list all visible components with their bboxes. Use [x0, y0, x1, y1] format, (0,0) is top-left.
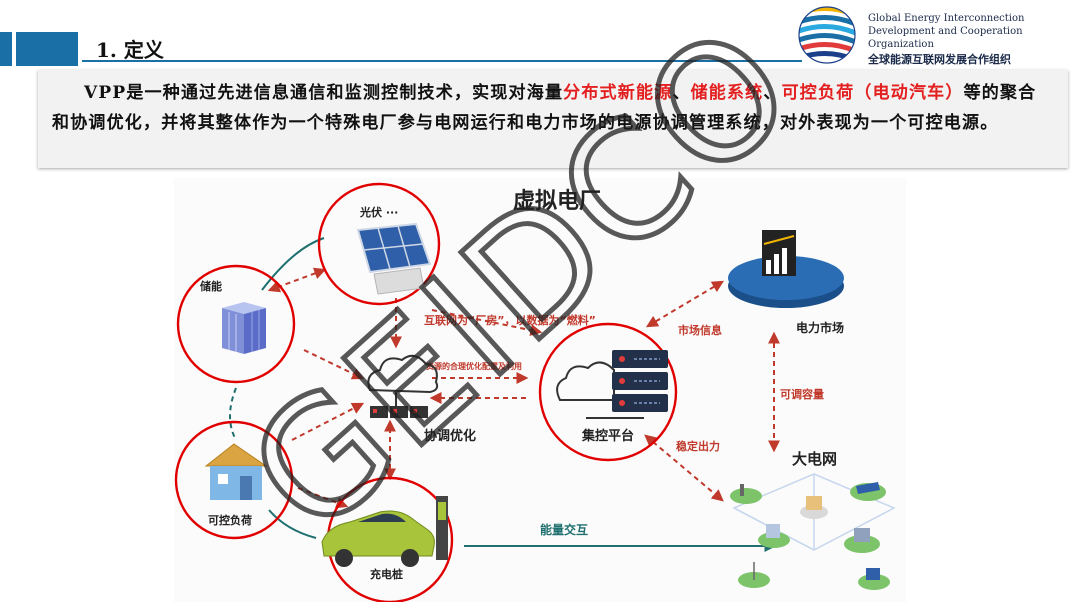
definition-seg-2: 等的聚合和协调优化，并将其整体作为一个特殊电厂参与电网运行和电力市场的电源协调管… [52, 83, 1037, 133]
header-accent-bar [16, 32, 78, 66]
grid-network-icon [730, 473, 896, 590]
definition-sep-1: 、 [672, 83, 691, 103]
header-divider [82, 60, 802, 62]
org-name-en-2: Development and Cooperation Organization [868, 26, 1023, 50]
house-icon [204, 443, 268, 500]
node-platform-circle [538, 322, 678, 462]
solar-panel-icon [356, 222, 432, 295]
label-market-info: 市场信息 [678, 323, 722, 337]
node-coord: 协调优化 [367, 354, 476, 444]
node-load-circle [174, 420, 294, 540]
label-stable-output: 稳定出力 [676, 439, 720, 453]
bar-chart-icon [762, 230, 796, 276]
label-energy-exchange: 能量交互 [540, 522, 588, 537]
org-name-cn: 全球能源互联网发展合作组织 [868, 53, 1011, 66]
arrow-storage-coord [303, 349, 365, 380]
node-storage-label: 储能 [200, 279, 222, 293]
ring-curve-bottom [268, 509, 317, 539]
node-market-label: 电力市场 [796, 320, 844, 335]
org-name-en-1: Global Energy Interconnection [868, 13, 1025, 24]
node-pv-label: 光伏 ··· [359, 205, 398, 219]
node-storage: 储能 [176, 264, 296, 384]
definition-text: VPP是一种通过先进信息通信和监测控制技术，实现对海量分布式新能源、储能系统、可… [38, 70, 1068, 168]
node-grid: 大电网 [730, 450, 896, 590]
battery-rack-icon [222, 302, 266, 354]
node-load-label: 可控负荷 [208, 513, 252, 527]
section-title: 1. 定义 [96, 38, 164, 62]
definition-highlight-renewables: 分布式新能源 [563, 83, 673, 103]
node-charger: 充电桩 [321, 476, 454, 602]
node-coord-label: 协调优化 [424, 428, 476, 444]
arrow-pv-storage [267, 267, 327, 293]
ring-curve-left [229, 387, 237, 441]
server-stack-icon [556, 350, 668, 419]
definition-highlight-storage: 储能系统 [690, 83, 764, 103]
node-load: 可控负荷 [174, 420, 294, 540]
label-internet: 互联网为“厂房”，以数据为“燃料” [424, 313, 596, 327]
arrow-internet [431, 309, 543, 336]
node-platform-label: 集控平台 [581, 428, 634, 444]
diagram-title: 虚拟电厂 [513, 188, 601, 214]
arrow-market-info [645, 280, 725, 328]
vpp-diagram: 虚拟电厂 互联网为“厂房”，以数据为“燃料” 资源的合理优化配置及利用 市场信息 [174, 178, 906, 602]
node-storage-circle [176, 264, 296, 384]
definition-sep-2: 、 [763, 83, 782, 103]
cloud-network-icon [367, 354, 439, 418]
node-platform: 集控平台 [538, 322, 678, 462]
definition-seg-1: VPP是一种通过先进信息通信和监测控制技术，实现对海量 [84, 83, 564, 103]
car-charger-icon [321, 496, 448, 567]
org-name: Global Energy Interconnection Developmen… [868, 12, 1080, 66]
arrow-load-coord [291, 402, 365, 441]
label-adjustable: 可调容量 [780, 387, 824, 401]
label-resource: 资源的合理优化配置及利用 [426, 361, 522, 371]
node-pv-circle [317, 182, 441, 306]
ring-curve-top [261, 237, 325, 291]
node-charger-label: 充电桩 [370, 567, 403, 581]
node-pv: 光伏 ··· [317, 182, 441, 306]
definition-highlight-load: 可控负荷（电动汽车） [781, 83, 964, 103]
arrow-stable-output [644, 434, 724, 502]
node-market: 电力市场 [728, 230, 844, 335]
geidco-logo [796, 4, 858, 66]
header-accent-bar-small [0, 32, 12, 66]
node-grid-label: 大电网 [792, 450, 837, 468]
